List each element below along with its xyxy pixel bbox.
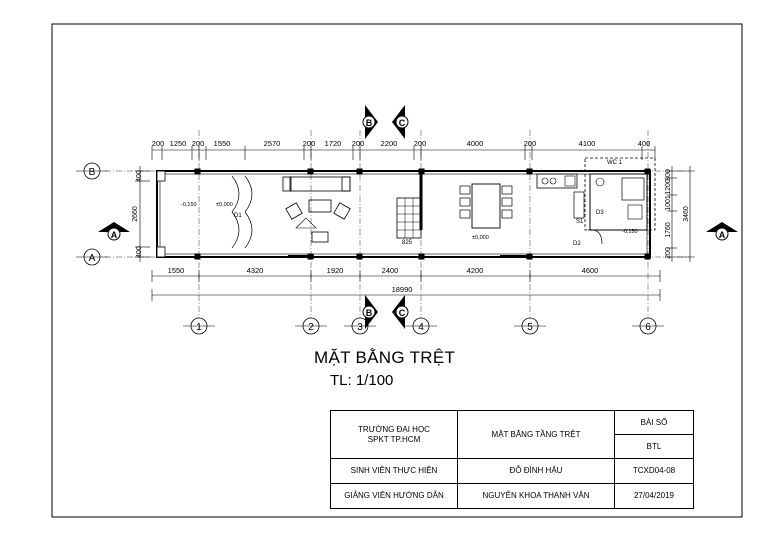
bai-so-value: BTL: [614, 434, 694, 459]
grid-label: 3: [357, 322, 363, 333]
dim-label: 300: [665, 169, 672, 181]
grid-bubble-labels: 1 2 3 4 5 6 B A: [89, 167, 652, 333]
dim-label: 2570: [264, 139, 281, 148]
total-dim-label: 18990: [392, 285, 413, 294]
grid-label: 6: [645, 322, 651, 333]
dim-label: 200: [352, 139, 365, 148]
section-label: B: [366, 308, 373, 318]
right-dimension-line: [667, 166, 695, 262]
plan-annotations: WC 1 -0,150 ±0,000 ±0,000 -0,150 D1 D2 D…: [181, 160, 638, 247]
bottom-dimension-labels: 1550 4320 1920 2400 4200 4600 18990: [168, 266, 599, 294]
dim-label: 2660: [132, 206, 139, 222]
grid-label: B: [89, 167, 96, 178]
stair-label: 825: [402, 240, 413, 246]
dim-label: 1760: [665, 222, 672, 238]
top-dimension-line: [151, 146, 656, 160]
sheet-border: [51, 23, 743, 518]
drawing-date: 27/04/2019: [614, 483, 694, 509]
dim-label: 4600: [582, 266, 599, 275]
door-tag: D3: [596, 210, 604, 216]
top-dimension-labels: 200 1250 200 1550 2570 200 1720 200 2200…: [152, 139, 651, 148]
dim-label: 1200: [665, 179, 672, 195]
dim-label: 4320: [247, 266, 264, 275]
title-block: TRƯỜNG ĐẠI HỌC SPKT TP.HCM MẶT BẰNG TẦNG…: [330, 410, 694, 509]
dim-label: 200: [152, 139, 165, 148]
dim-label: 200: [414, 139, 427, 148]
dim-label: 1720: [325, 139, 342, 148]
grid-lines: [105, 130, 690, 318]
drawing-title: MẶT BẰNG TRỆT: [314, 348, 456, 367]
door-tag: S1: [576, 219, 584, 225]
grid-label: 4: [418, 322, 424, 333]
dim-label: 400: [136, 246, 143, 258]
grid-label: 1: [196, 322, 202, 333]
right-dimension-labels: 300 1200 1001 1760 200 3460: [665, 169, 690, 259]
school-line-1: TRƯỜNG ĐẠI HỌC: [358, 424, 430, 434]
sheet-name: MẶT BẰNG TẦNG TRỆT: [457, 410, 615, 459]
level-label: -0,150: [622, 229, 638, 235]
section-label: C: [399, 308, 406, 318]
dim-label: 200: [665, 247, 672, 259]
dim-label: 4200: [467, 266, 484, 275]
dim-label: 200: [524, 139, 537, 148]
dim-label: 200: [192, 139, 205, 148]
dim-label: 1250: [170, 139, 187, 148]
advisor-name: NGUYỄN KHOA THANH VÂN: [457, 483, 615, 509]
dim-label: 1920: [327, 266, 344, 275]
dim-label: 1550: [168, 266, 185, 275]
grid-label: 5: [527, 322, 533, 333]
section-label: B: [366, 118, 373, 128]
section-markers: B C B C A A: [98, 105, 738, 329]
dim-label: 400: [136, 170, 143, 182]
dim-label: 1001: [665, 195, 672, 211]
dim-label: 400: [638, 139, 651, 148]
left-dimension-labels: 400 2660 400: [132, 170, 143, 258]
dim-label: 4100: [579, 139, 596, 148]
grid-label: 2: [308, 322, 314, 333]
door-tag: D2: [573, 241, 581, 247]
advisor-label: GIẢNG VIÊN HƯỚNG DẪN: [330, 483, 458, 509]
grid-label: A: [89, 253, 96, 264]
door-tag: D1: [234, 213, 242, 219]
room-label: WC 1: [607, 160, 623, 166]
dim-label: 2200: [381, 139, 398, 148]
level-label: ±0,000: [216, 202, 233, 208]
dim-label: 3460: [683, 206, 690, 222]
section-label: C: [399, 118, 406, 128]
drawing-code: TCXD04-08: [614, 458, 694, 484]
bottom-dimension-line: [151, 270, 661, 301]
dim-label: 4000: [467, 139, 484, 148]
school-cell: TRƯỜNG ĐẠI HỌC SPKT TP.HCM: [330, 410, 458, 459]
level-label: ±0,000: [472, 235, 489, 241]
level-label: -0,150: [181, 202, 197, 208]
section-label: A: [111, 230, 118, 240]
student-name: ĐỖ ĐÌNH HẬU: [457, 458, 615, 484]
dim-label: 2400: [382, 266, 399, 275]
dim-label: 1550: [214, 139, 231, 148]
drawing-scale: TL: 1/100: [330, 372, 394, 389]
dim-label: 200: [303, 139, 316, 148]
section-label: A: [719, 230, 726, 240]
bai-so-label: BÀI SỐ: [614, 410, 694, 435]
left-dimension-line: [135, 166, 150, 262]
student-label: SINH VIÊN THỰC HIỆN: [330, 458, 458, 484]
bubble-ticks: [76, 170, 664, 327]
school-line-2: SPKT TP.HCM: [367, 434, 421, 444]
